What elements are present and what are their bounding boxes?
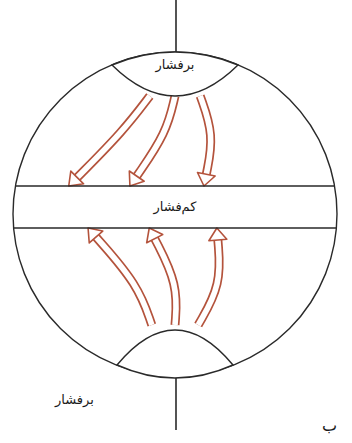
arrow-outline — [155, 239, 176, 325]
arrow-head — [147, 228, 163, 243]
arrow-body — [155, 239, 176, 325]
axis-line — [175, 0, 177, 52]
arrow-head — [129, 171, 144, 186]
pressure-label: برفشار — [156, 57, 195, 73]
flow-arrow — [198, 228, 227, 325]
arrow-head — [209, 228, 227, 241]
arrow-head — [88, 228, 103, 243]
arrow-body — [96, 237, 152, 325]
shape-outline — [112, 52, 238, 96]
shape-outline — [14, 186, 336, 228]
high-pressure-cap: برفشار — [112, 50, 238, 96]
globe-outline — [13, 52, 337, 376]
pressure-label: کم‌فشار — [154, 199, 197, 215]
flow-arrow — [147, 228, 176, 325]
flow-arrow — [88, 228, 152, 325]
flow-arrow — [129, 96, 175, 186]
arrow-outline — [96, 237, 152, 325]
arrow-body — [198, 240, 219, 325]
arrow-body — [137, 96, 175, 176]
arrow-outline — [137, 96, 175, 176]
flow-arrow — [197, 96, 215, 186]
pressure-label: برفشار — [55, 392, 94, 408]
arrow-head — [69, 171, 84, 186]
axis-line — [175, 376, 177, 430]
arrow-body — [200, 96, 211, 174]
arrow-outline — [200, 96, 211, 174]
arrow-outline — [198, 240, 219, 325]
low-pressure-band: کم‌فشار — [14, 186, 336, 228]
arrow-head — [197, 172, 215, 186]
shape-outline — [117, 325, 233, 380]
shape-outline — [112, 50, 238, 96]
figure-letter: ب — [322, 416, 337, 435]
shape-outline — [117, 330, 233, 378]
high-pressure-cap: برفشار — [117, 325, 233, 380]
